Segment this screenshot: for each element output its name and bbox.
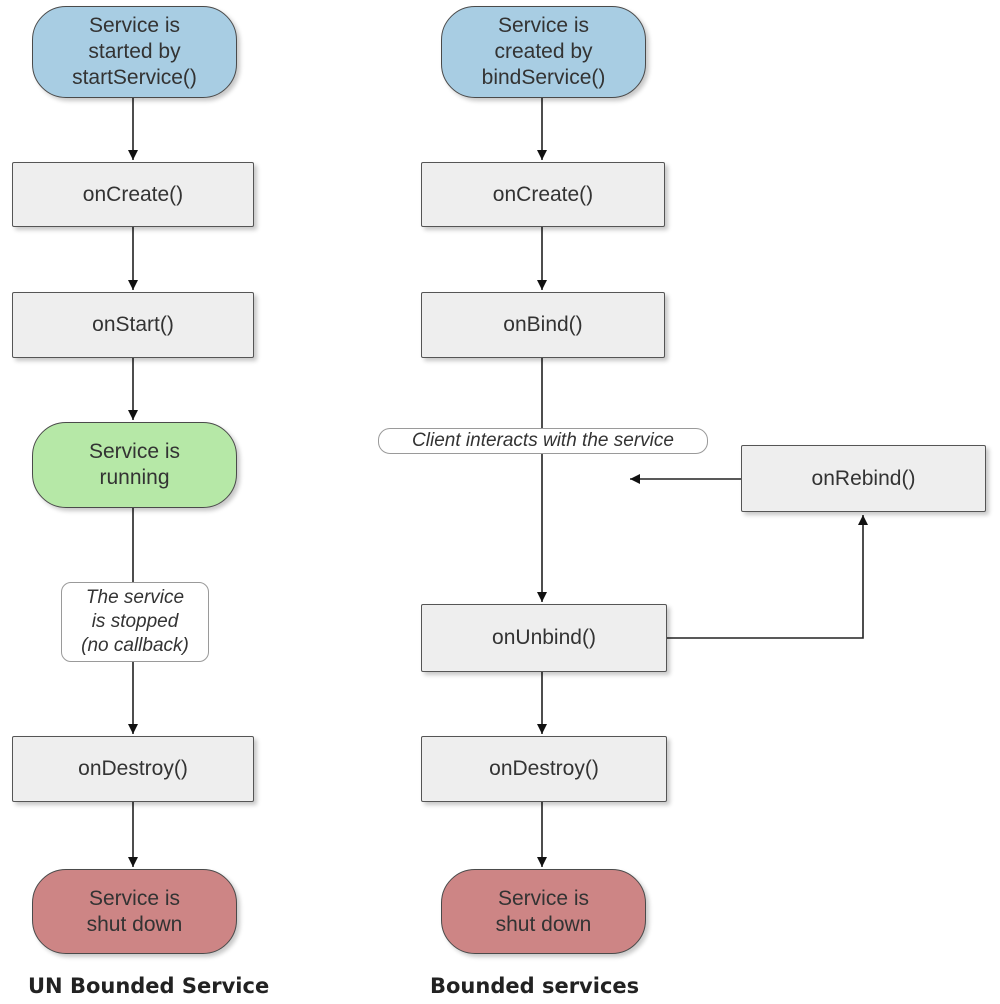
left-running-node: Service is running [32,422,237,508]
right-shutdown-node: Service is shut down [441,869,646,954]
right-onunbind-box: onUnbind() [421,604,667,672]
right-caption: Bounded services [430,974,640,998]
left-onstart-box: onStart() [12,292,254,358]
left-caption: UN Bounded Service [28,974,270,998]
right-oncreate-box: onCreate() [421,162,665,227]
left-shutdown-node: Service is shut down [32,869,237,954]
left-ondestroy-box: onDestroy() [12,736,254,802]
right-start-node: Service is created by bindService() [441,6,646,98]
left-stopped-note: The service is stopped (no callback) [61,582,209,662]
right-onbind-box: onBind() [421,292,665,358]
arrow-onunbind-to-onrebind [667,515,868,639]
left-oncreate-box: onCreate() [12,162,254,227]
right-client-note: Client interacts with the service [378,428,708,454]
left-start-node: Service is started by startService() [32,6,237,98]
onrebind-box: onRebind() [741,445,986,512]
right-ondestroy-box: onDestroy() [421,736,667,802]
